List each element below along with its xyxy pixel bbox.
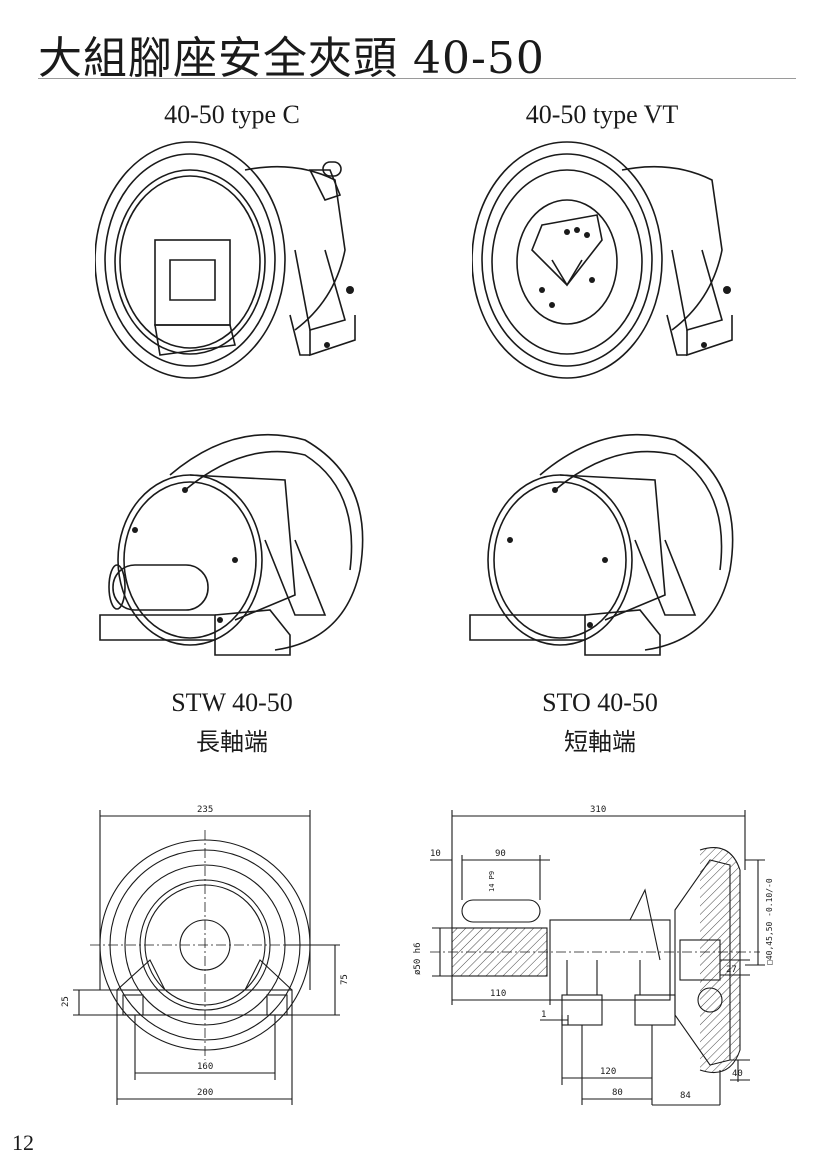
dim-90: 90 [495,849,506,859]
caption-sto: STO 40-50 [542,688,658,717]
dim-25: 25 [61,996,71,1007]
subcaption-stw: 長軸端 [196,728,268,756]
dim-10: 10 [430,849,441,859]
dim-75: 75 [340,974,350,985]
dim-84: 84 [680,1091,691,1101]
page-number: 12 [12,1130,34,1155]
title-rule [38,78,796,79]
dim-200: 200 [197,1088,213,1098]
dim-square: □40,45,50 -0.10/-0 [765,878,774,965]
dim-160: 160 [197,1062,213,1072]
type-c-illustration [95,141,356,379]
dim-14p9: 14 P9 [488,871,496,892]
dim-120: 120 [600,1067,616,1077]
dim-40: 40 [732,1069,743,1079]
dim-110: 110 [490,989,506,999]
stw-illustration [99,433,364,656]
dim-27: 27 [726,965,737,975]
caption-stw: STW 40-50 [171,688,293,717]
dim-310: 310 [590,805,606,815]
subcaption-sto: 短軸端 [564,728,636,756]
page-title: 大組腳座安全夾頭 40-50 [38,33,545,84]
dim-235: 235 [197,805,213,815]
caption-type-c: 40-50 type C [164,100,300,129]
dim-1: 1 [541,1010,546,1020]
dim-50h6: ø50 h6 [413,942,423,975]
side-view-drawing: 310 10 90 14 P9 ø50 h6 110 1 120 80 84 4… [413,805,774,1106]
front-view-drawing: 235 25 75 160 200 [61,805,350,1105]
caption-type-vt: 40-50 type VT [525,100,679,129]
dim-80: 80 [612,1088,623,1098]
type-vt-illustration [472,141,733,379]
sto-illustration [469,433,734,656]
